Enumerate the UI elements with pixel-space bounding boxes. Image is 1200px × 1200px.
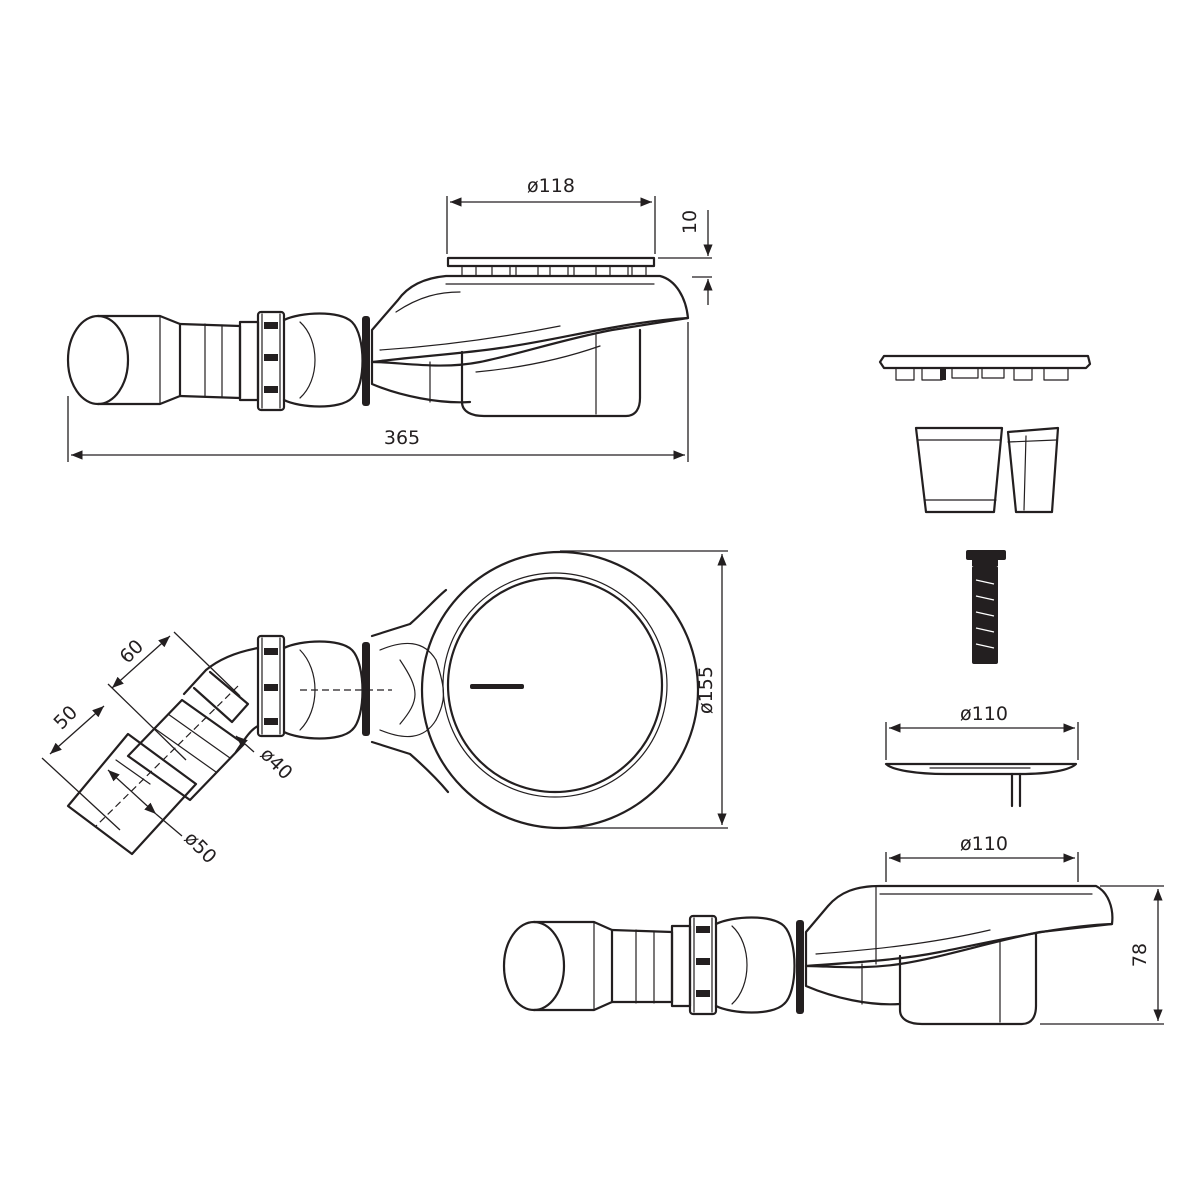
grate-circle xyxy=(446,576,664,794)
drain-body xyxy=(370,274,690,418)
grate xyxy=(446,256,656,277)
grate-plate-part xyxy=(878,354,1092,381)
screw-part xyxy=(966,550,1006,664)
dim-overall-length: 365 xyxy=(67,322,689,462)
elbow-outlet xyxy=(66,646,260,856)
dim-low-grate-diameter: ø110 xyxy=(885,833,1079,882)
dim-top-grate-height: 10 xyxy=(658,210,713,305)
label-body-diameter: ø155 xyxy=(695,666,717,714)
side-view-top: ø118 10 365 xyxy=(66,175,713,462)
plan-view: 60 50 ø40 ø50 ø155 xyxy=(41,550,728,868)
label-low-grate-diameter: ø110 xyxy=(960,833,1008,855)
seal-ring xyxy=(362,316,370,406)
outlet-pipe xyxy=(66,314,242,406)
trap-cups-part xyxy=(914,426,1060,514)
side-view-low: ø110 78 xyxy=(502,833,1164,1026)
label-top-grate-height: 10 xyxy=(679,210,701,234)
dim-body-diameter: ø155 xyxy=(560,550,728,829)
body-outer-circle xyxy=(420,550,700,830)
cover-part: ø110 xyxy=(884,703,1079,808)
label-low-height: 78 xyxy=(1129,943,1151,967)
label-pipe-diameter-small: ø40 xyxy=(256,743,297,784)
label-overall-length: 365 xyxy=(384,427,420,449)
label-elbow-length-a: 60 xyxy=(115,635,148,668)
label-cover-diameter: ø110 xyxy=(960,703,1008,725)
dim-top-grate-diameter: ø118 xyxy=(446,175,656,254)
grate-slot xyxy=(470,684,524,689)
bulb-joint xyxy=(282,312,364,408)
label-pipe-diameter-large: ø50 xyxy=(180,827,221,868)
components: ø110 xyxy=(878,354,1092,808)
label-top-grate-diameter: ø118 xyxy=(527,175,575,197)
union-nut xyxy=(238,310,286,412)
dim-low-height: 78 xyxy=(1040,885,1164,1025)
